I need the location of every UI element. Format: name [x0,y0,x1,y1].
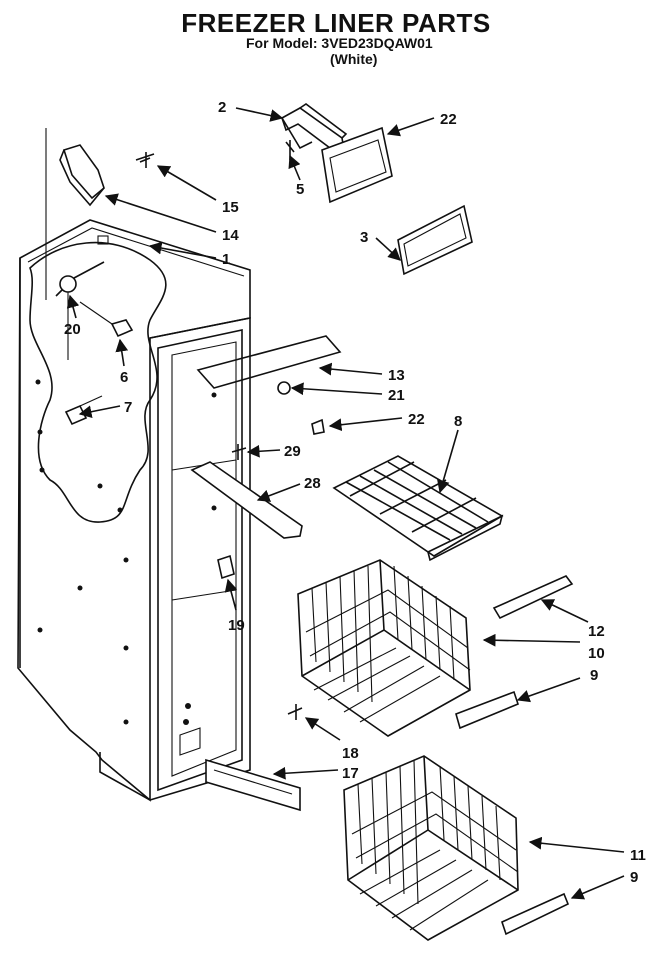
part-21 [277,381,291,395]
callout-1: 1 [222,251,230,268]
frame-part-22-top [321,126,393,204]
trim-part-17 [205,758,301,812]
basket-part-11 [343,755,519,941]
bracket-part-14 [45,128,105,300]
callout-6: 6 [120,369,128,386]
callout-9-lower: 9 [630,869,638,886]
screw-part-15 [135,152,155,168]
frame-part-3 [397,204,473,276]
callout-2: 2 [218,99,226,116]
callout-22-mid: 22 [408,411,425,428]
callout-13: 13 [388,367,405,384]
callout-14: 14 [222,227,239,244]
color-variant: (White) [330,51,378,67]
callout-11: 11 [630,847,646,864]
thermostat-part-20 [55,261,105,360]
wire-shelf-part-8 [332,455,504,562]
leader-lines [66,107,625,900]
callout-17: 17 [342,765,359,782]
callout-9-upper: 9 [590,667,598,684]
callout-10: 10 [588,645,605,662]
callout-3: 3 [360,229,368,246]
callout-21: 21 [388,387,405,404]
freezer-liner-body [17,219,251,802]
slide-rail-part-12 [492,575,574,620]
callout-7: 7 [124,399,132,416]
callout-22-top: 22 [440,111,457,128]
clip-part-6 [79,301,134,338]
clip-part-19 [217,554,235,580]
screw-part-18 [287,704,303,720]
rail-part-9-lower [501,892,570,936]
model-line: For Model: 3VED23DQAW01 [246,35,433,51]
callout-labels: 2 22 5 15 14 1 3 20 6 7 13 21 22 8 29 28… [64,99,646,886]
callout-12: 12 [588,623,605,640]
label-plate-part-13 [196,335,342,389]
screw-part-29 [231,444,247,460]
callout-5: 5 [296,181,304,198]
rail-part-9-upper [455,690,519,730]
rail-part-28 [190,461,303,539]
part-22-small [311,418,325,435]
callout-15: 15 [222,199,239,216]
callout-29: 29 [284,443,301,460]
callout-18: 18 [342,745,359,762]
callout-8: 8 [454,413,462,430]
callout-20: 20 [64,321,81,338]
basket-part-10 [297,559,471,737]
callout-19: 19 [228,617,245,634]
diagram-title: FREEZER LINER PARTS [181,8,491,38]
callout-28: 28 [304,475,321,492]
